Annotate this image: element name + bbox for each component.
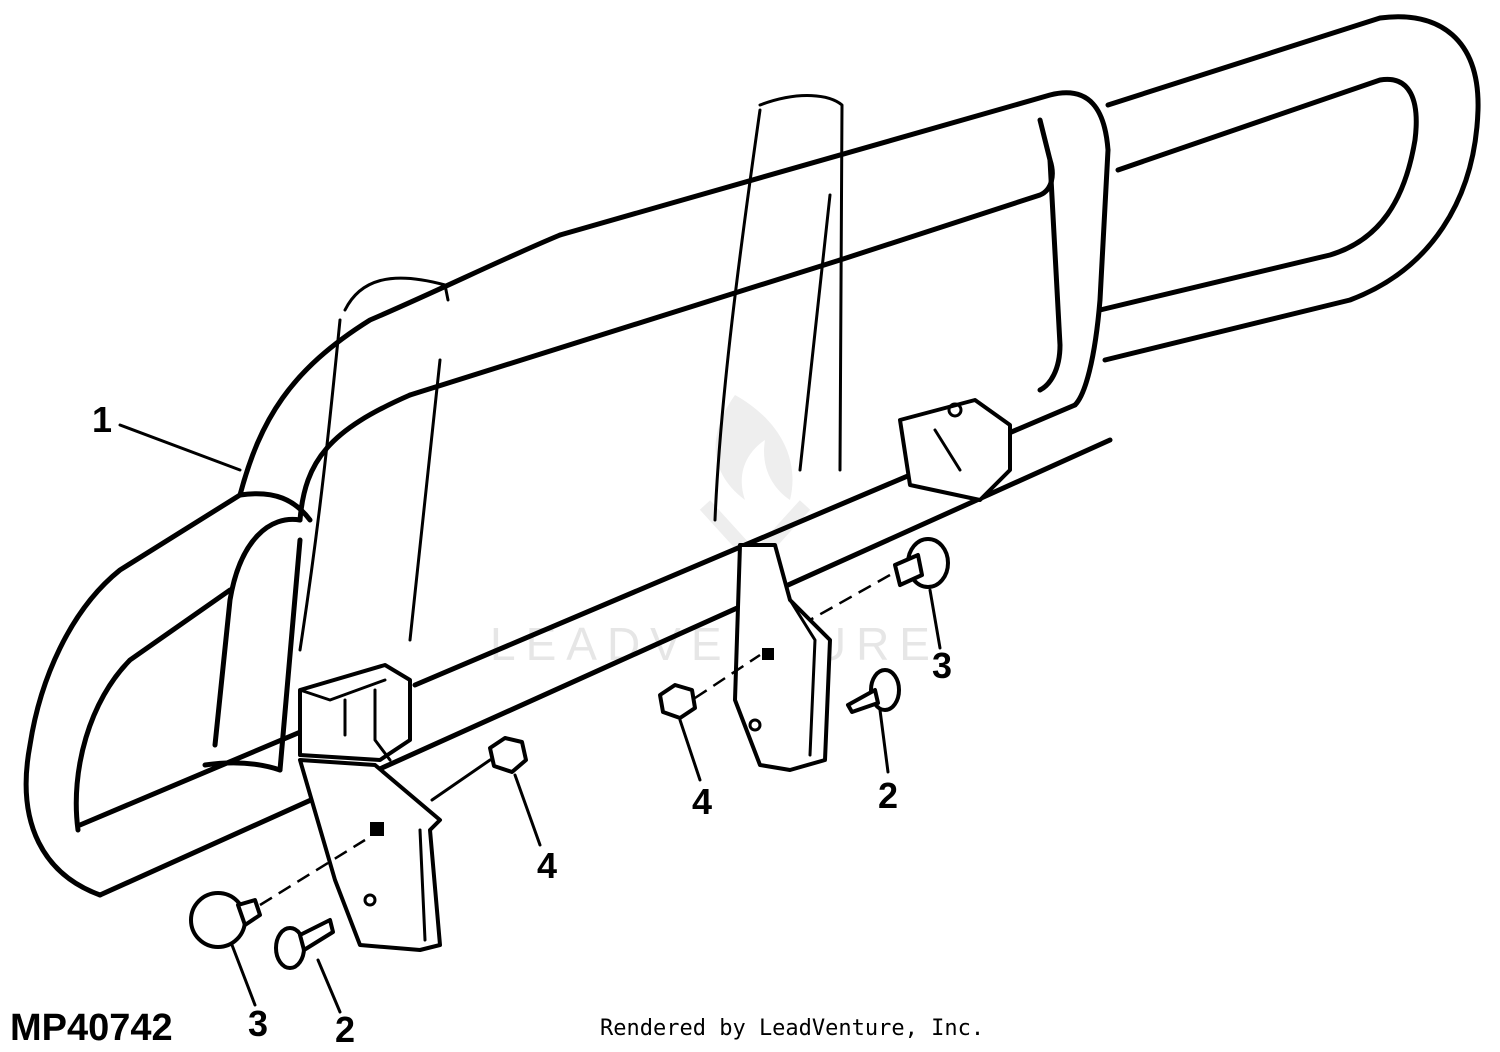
callout-3-left: 3 (248, 1003, 268, 1044)
carriage-bolt-right (809, 537, 950, 622)
carriage-bolt-left (189, 838, 366, 949)
callout-4-left: 4 (537, 845, 557, 886)
left-mount-bracket (298, 663, 442, 952)
bracket-round-hole (363, 893, 377, 907)
callout-2-left: 2 (335, 1009, 355, 1050)
watermark-text: LEADVENTURE (490, 618, 940, 670)
flange-screw-left (274, 918, 335, 970)
flange-screw-right (846, 668, 901, 714)
callout-3-right: 3 (932, 645, 952, 686)
hex-nut-left (430, 736, 528, 802)
callout-4-right: 4 (692, 781, 712, 822)
brush-guard-part-1 (23, 14, 1481, 898)
leadventure-watermark: LEADVENTURE (490, 395, 940, 670)
bracket-round-hole (748, 718, 762, 732)
leader-lines (118, 423, 942, 1014)
bracket-square-hole (762, 648, 774, 660)
credit-line: Rendered by LeadVenture, Inc. (600, 1016, 984, 1041)
diagram-code: MP40742 (10, 1007, 173, 1049)
bracket-square-hole (370, 822, 384, 836)
hex-nut-right (658, 653, 761, 720)
right-mount-bracket (733, 398, 1012, 772)
callout-1: 1 (92, 399, 112, 440)
callout-2-right: 2 (878, 775, 898, 816)
